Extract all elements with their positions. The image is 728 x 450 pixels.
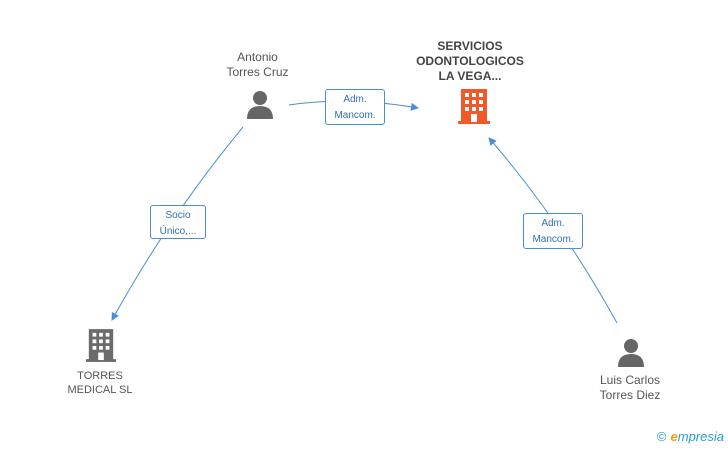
edge-label-luis-servicios: Adm. Mancom. [523,213,583,249]
brand-name: mpresia [677,429,724,444]
brand-initial: e [670,429,678,444]
company-torres-medical-label[interactable]: TORRES MEDICAL SL [67,370,133,396]
edge-label-antonio-torres-medical: Socio Único,... [150,205,206,239]
building-icon[interactable] [86,329,116,363]
copyright-icon: © [656,429,667,444]
person-icon[interactable] [246,90,274,120]
person-luis-label[interactable]: Luis Carlos Torres Diez [599,373,661,402]
building-icon[interactable] [458,89,490,125]
empresia-logo: ©empresia [657,429,724,444]
person-icon[interactable] [617,338,645,368]
company-servicios-label[interactable]: SERVICIOS ODONTOLOGICOS LA VEGA... [416,39,524,83]
person-antonio-label[interactable]: Antonio Torres Cruz [226,50,289,79]
edge-label-antonio-servicios: Adm. Mancom. [325,89,385,125]
